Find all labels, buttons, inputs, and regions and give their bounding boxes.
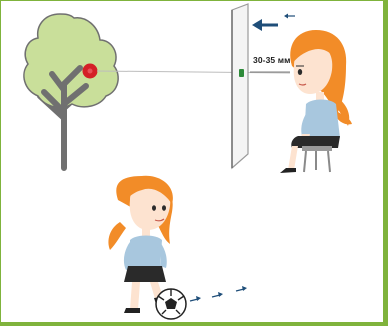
arrow-left-icon xyxy=(252,14,295,32)
chair-icon xyxy=(302,146,332,172)
glass-marker-dot xyxy=(239,69,244,77)
distance-label: 30-35 мм xyxy=(253,55,290,65)
motion-arrows-icon xyxy=(190,286,247,301)
tree-icon xyxy=(24,14,118,168)
focus-target-dot xyxy=(83,64,98,79)
soccer-ball-icon xyxy=(156,289,186,319)
glass-pane-icon xyxy=(232,4,248,168)
